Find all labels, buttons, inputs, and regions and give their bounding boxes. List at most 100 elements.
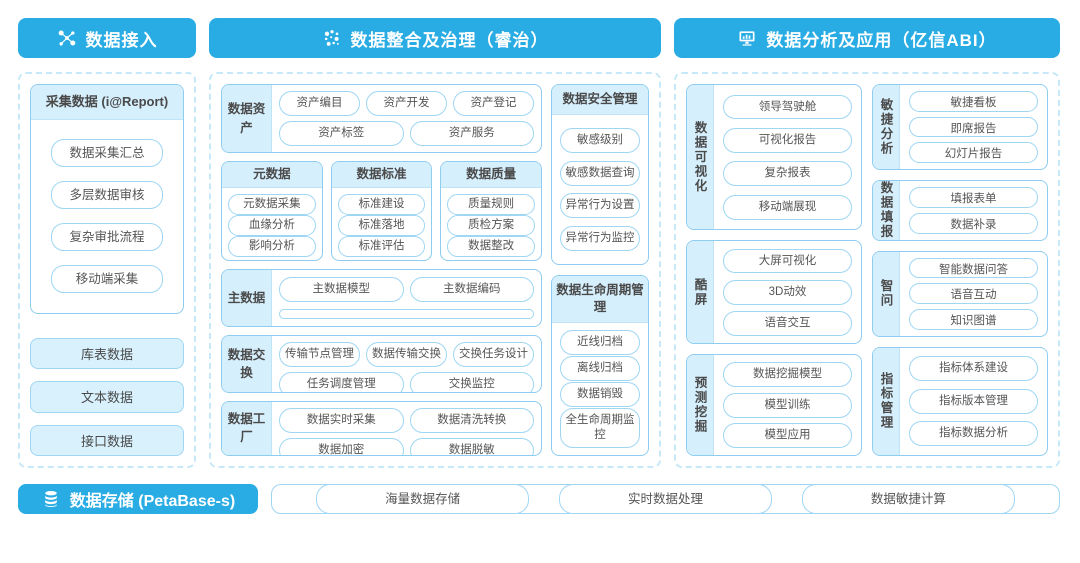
data-source-interface: 接口数据 <box>30 424 184 456</box>
storage-header-label: 数据存储 (PetaBase-s) <box>69 493 236 510</box>
feature-chip: 传输节点管理 <box>279 341 360 367</box>
header-label: 数据接入 <box>85 30 158 50</box>
exchange-row-2: 任务调度管理交换监控 <box>279 371 534 392</box>
collect-data-items: 数据采集汇总多层数据审核复杂审批流程移动端采集 <box>31 120 183 313</box>
feature-chip: 智能数据问答 <box>909 257 1038 279</box>
feature-chip: 任务调度管理 <box>279 371 404 392</box>
feature-chip: 多层数据审核 <box>51 181 163 210</box>
feature-chip: 即席报告 <box>909 116 1038 138</box>
data-quality-items: 质量规则质检方案数据整改 <box>441 188 541 260</box>
feature-chip: 知识图谱 <box>909 308 1038 330</box>
exchange-row-1: 传输节点管理数据传输交换交换任务设计 <box>279 341 534 367</box>
data-reporting-items: 填报表单数据补录 <box>900 181 1047 240</box>
data-security-title: 数据安全管理 <box>552 85 648 115</box>
metric-management-label: 指标管理 <box>873 347 900 455</box>
master-data-label: 主数据 <box>222 270 272 326</box>
data-asset-section: 数据资产 资产编目资产开发资产登记 资产标签资产服务 <box>221 84 542 154</box>
feature-chip: 数据补录 <box>909 212 1038 234</box>
metric-management-items: 指标体系建设指标版本管理指标数据分析 <box>900 348 1047 455</box>
factory-row-1: 数据实时采集数据清洗转换 <box>279 407 534 433</box>
feature-chip: 领导驾驶舱 <box>723 94 852 120</box>
data-standard-title: 数据标准 <box>331 162 432 188</box>
data-exchange-label: 数据交换 <box>222 335 272 392</box>
asset-row-1: 资产编目资产开发资产登记 <box>279 91 534 116</box>
database-icon <box>41 489 61 509</box>
storage-capabilities: 海量数据存储实时数据处理数据敏捷计算 <box>271 483 1060 515</box>
data-reporting-label: 数据填报 <box>873 180 900 240</box>
feature-chip: 数据实时采集 <box>279 407 404 433</box>
feature-chip: 近线归档 <box>560 329 640 355</box>
feature-chip: 填报表单 <box>909 186 1038 208</box>
feature-chip: 影响分析 <box>228 235 316 257</box>
feature-chip: 资产标签 <box>279 121 404 146</box>
feature-chip: 移动端展现 <box>723 194 852 220</box>
dots-cluster-icon <box>322 28 342 48</box>
data-exchange-section: 数据交换 传输节点管理数据传输交换交换任务设计 任务调度管理交换监控 <box>221 334 542 393</box>
master-data-section: 主数据 主数据模型主数据编码 <box>221 269 542 327</box>
section-header-data-access: 数据接入 <box>18 18 196 58</box>
network-icon <box>57 28 77 48</box>
data-source-table: 库表数据 <box>30 337 184 370</box>
feature-chip: 指标数据分析 <box>909 421 1038 447</box>
feature-chip: 资产开发 <box>366 91 447 116</box>
data-security-items: 敏感级别敏感数据查询异常行为设置异常行为监控 <box>552 115 648 264</box>
feature-chip: 交换任务设计 <box>453 341 534 367</box>
feature-chip: 数据整改 <box>447 235 536 257</box>
metadata-standard-quality-row: 元数据 元数据采集血缘分析影响分析 数据标准 标准建设标准落地标准评估 数据质量… <box>221 161 543 262</box>
master-row-1: 主数据模型主数据编码 <box>279 277 534 303</box>
agile-analysis-section: 敏捷分析 敏捷看板即席报告幻灯片报告 <box>872 84 1048 170</box>
asset-row-2: 资产标签资产服务 <box>279 121 534 146</box>
feature-chip: 标准评估 <box>337 235 426 257</box>
feature-chip: 异常行为监控 <box>560 225 640 251</box>
feature-chip: 可视化报告 <box>723 127 852 153</box>
feature-chip: 元数据采集 <box>228 193 316 215</box>
metadata-box: 元数据 元数据采集血缘分析影响分析 <box>221 161 323 262</box>
feature-chip: 复杂报表 <box>723 161 852 187</box>
data-quality-box: 数据质量 质量规则质检方案数据整改 <box>440 161 543 262</box>
header-label: 数据整合及治理（睿治） <box>350 30 549 50</box>
feature-chip: 语音交互 <box>723 310 852 336</box>
panel-data-access: 采集数据 (i@Report) 数据采集汇总多层数据审核复杂审批流程移动端采集 … <box>18 72 196 468</box>
smart-ask-label: 智问 <box>873 251 900 336</box>
panel-data-governance: 数据资产 资产编目资产开发资产登记 资产标签资产服务 元数据 元数据采集血缘分析… <box>209 72 661 468</box>
storage-header: 数据存储 (PetaBase-s) <box>18 484 258 514</box>
data-quality-title: 数据质量 <box>441 162 542 188</box>
feature-chip: 移动端采集 <box>51 264 163 294</box>
feature-chip: 资产服务 <box>409 121 534 146</box>
predictive-mining-items: 数据挖掘模型模型训练模型应用 <box>714 355 861 455</box>
feature-chip: 资产登记 <box>453 91 534 116</box>
feature-chip: 指标体系建设 <box>909 356 1038 382</box>
feature-chip: 幻灯片报告 <box>909 142 1038 163</box>
data-visualization-items: 领导驾驶舱可视化报告复杂报表移动端展现 <box>714 85 861 229</box>
data-standard-box: 数据标准 标准建设标准落地标准评估 <box>330 161 433 262</box>
section-header-data-governance: 数据整合及治理（睿治） <box>209 18 661 58</box>
metric-management-section: 指标管理 指标体系建设指标版本管理指标数据分析 <box>872 346 1048 456</box>
smart-ask-section: 智问 智能数据问答语音互动知识图谱 <box>872 250 1048 337</box>
feature-chip: 敏感级别 <box>560 128 640 154</box>
data-lifecycle-items: 近线归档离线归档数据销毁全生命周期监控 <box>552 323 648 455</box>
data-factory-label: 数据工厂 <box>222 401 272 455</box>
metadata-items: 元数据采集血缘分析影响分析 <box>222 188 322 260</box>
feature-chip: 数据清洗转换 <box>409 407 534 433</box>
feature-chip: 数据销毁 <box>560 381 640 407</box>
feature-chip: 模型应用 <box>723 423 852 449</box>
master-row-2 <box>279 308 534 319</box>
data-visualization-label: 数据可视化 <box>687 85 714 230</box>
collect-data-box: 采集数据 (i@Report) 数据采集汇总多层数据审核复杂审批流程移动端采集 <box>30 84 184 314</box>
feature-chip: 数据脱敏 <box>409 437 534 455</box>
factory-row-2: 数据加密数据脱敏 <box>279 437 534 455</box>
data-lifecycle-box: 数据生命周期管理 近线归档离线归档数据销毁全生命周期监控 <box>551 275 649 456</box>
feature-chip: 交换监控 <box>409 371 534 392</box>
storage-row: 数据存储 (PetaBase-s) 海量数据存储实时数据处理数据敏捷计算 <box>18 483 1060 515</box>
feature-chip: 质量规则 <box>447 193 536 215</box>
data-reporting-section: 数据填报 填报表单数据补录 <box>872 179 1048 241</box>
feature-chip: 大屏可视化 <box>723 248 852 274</box>
feature-chip: 数据敏捷计算 <box>802 483 1015 515</box>
feature-chip: 复杂审批流程 <box>51 222 163 252</box>
feature-chip: 敏感数据查询 <box>560 160 640 186</box>
smart-ask-items: 智能数据问答语音互动知识图谱 <box>900 252 1047 336</box>
agile-analysis-items: 敏捷看板即席报告幻灯片报告 <box>900 85 1047 169</box>
feature-chip: 全生命周期监控 <box>560 408 640 448</box>
